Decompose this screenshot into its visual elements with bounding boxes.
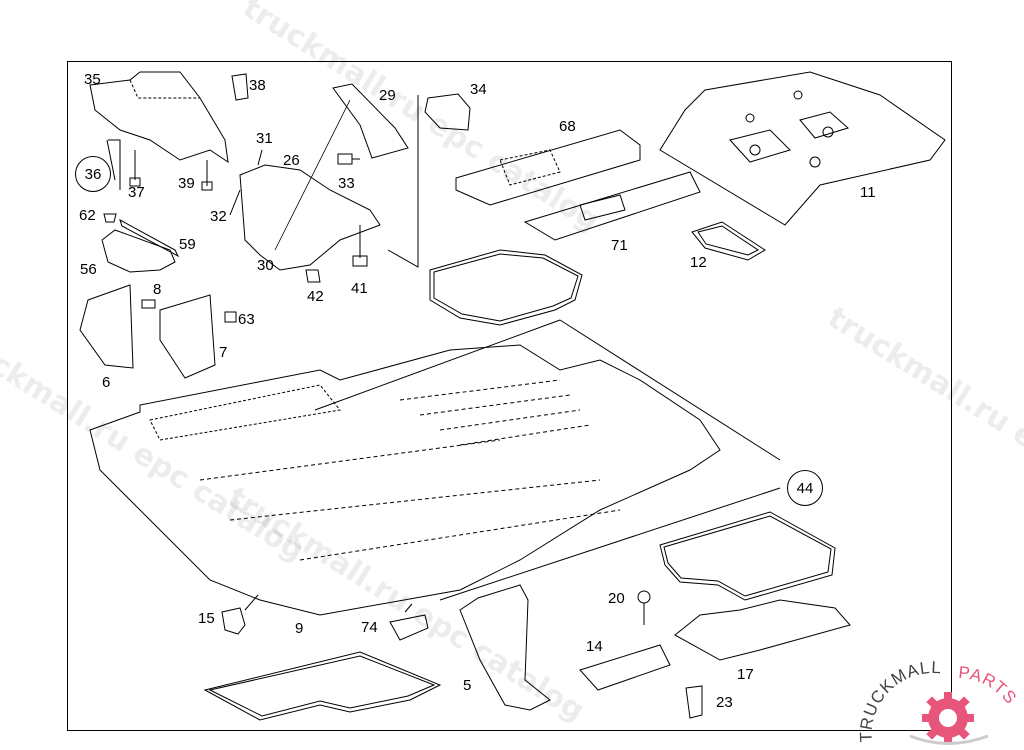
callout-37[interactable]: 37	[128, 184, 145, 201]
part-44-mat-rear	[659, 511, 836, 601]
callout-63[interactable]: 63	[238, 311, 255, 328]
callout-56[interactable]: 56	[80, 261, 97, 278]
callout-30[interactable]: 30	[257, 257, 274, 274]
callout-42[interactable]: 42	[307, 288, 324, 305]
callout-44[interactable]: 44	[787, 470, 823, 506]
part-74-hook	[389, 603, 429, 641]
part-59-strip	[119, 218, 180, 258]
part-42-nut	[305, 269, 321, 283]
part-38-clip	[231, 73, 249, 101]
callout-59[interactable]: 59	[179, 236, 196, 253]
callout-32[interactable]: 32	[210, 208, 227, 225]
callout-9[interactable]: 9	[295, 620, 304, 637]
part-6-panel	[79, 284, 134, 369]
part-14-cover	[579, 644, 671, 691]
part-20-screw	[637, 590, 651, 604]
callout-62[interactable]: 62	[79, 207, 96, 224]
part-62-clip	[103, 213, 117, 223]
part-12-frame	[691, 221, 766, 261]
callout-71[interactable]: 71	[611, 237, 628, 254]
part-41-screw	[352, 225, 368, 267]
callout-8[interactable]: 8	[153, 281, 162, 298]
part-37-screw	[129, 150, 141, 187]
callout-31[interactable]: 31	[256, 130, 273, 147]
gear-icon	[909, 692, 989, 745]
callout-33[interactable]: 33	[338, 175, 355, 192]
part-44-mat-footwell	[203, 651, 442, 721]
part-29-trim	[332, 83, 409, 159]
part-11-floor	[659, 71, 946, 226]
part-23-clip	[685, 685, 703, 719]
callout-36[interactable]: 36	[75, 156, 111, 192]
callout-12[interactable]: 12	[690, 254, 707, 271]
part-5-bracket	[459, 584, 551, 711]
callout-34[interactable]: 34	[470, 81, 487, 98]
part-8-screw	[141, 299, 156, 309]
part-9-floor-mat	[89, 344, 721, 616]
part-63-clip	[224, 311, 237, 323]
callout-68[interactable]: 68	[559, 118, 576, 135]
callout-39[interactable]: 39	[178, 175, 195, 192]
part-34-switch	[424, 93, 471, 131]
callout-5[interactable]: 5	[463, 677, 472, 694]
part-56-trim	[101, 229, 176, 273]
callout-38[interactable]: 38	[249, 77, 266, 94]
part-33-screw	[337, 153, 360, 165]
callout-17[interactable]: 17	[737, 666, 754, 683]
truckmall-parts-logo: TRUCKMALL PARTS	[858, 658, 1020, 745]
callout-11[interactable]: 11	[860, 184, 876, 201]
callout-23[interactable]: 23	[716, 694, 733, 711]
callout-29[interactable]: 29	[379, 87, 396, 104]
callout-20[interactable]: 20	[608, 590, 625, 607]
part-71-panel	[523, 171, 701, 241]
part-15-clip	[221, 607, 246, 635]
part-35-cover	[89, 71, 229, 164]
callout-14[interactable]: 14	[586, 638, 603, 655]
callout-6[interactable]: 6	[102, 374, 111, 391]
part-7-panel	[159, 294, 216, 379]
part-68-panel	[455, 129, 641, 206]
callout-74[interactable]: 74	[361, 619, 378, 636]
callout-15[interactable]: 15	[198, 610, 215, 627]
callout-35[interactable]: 35	[84, 71, 101, 88]
callout-7[interactable]: 7	[219, 344, 228, 361]
callout-26[interactable]: 26	[283, 152, 300, 169]
callout-41[interactable]: 41	[351, 280, 368, 297]
part-44-mat-front	[429, 249, 583, 326]
diagram-frame	[67, 61, 952, 731]
part-17-duct	[674, 599, 851, 661]
part-39-screw	[201, 160, 213, 191]
